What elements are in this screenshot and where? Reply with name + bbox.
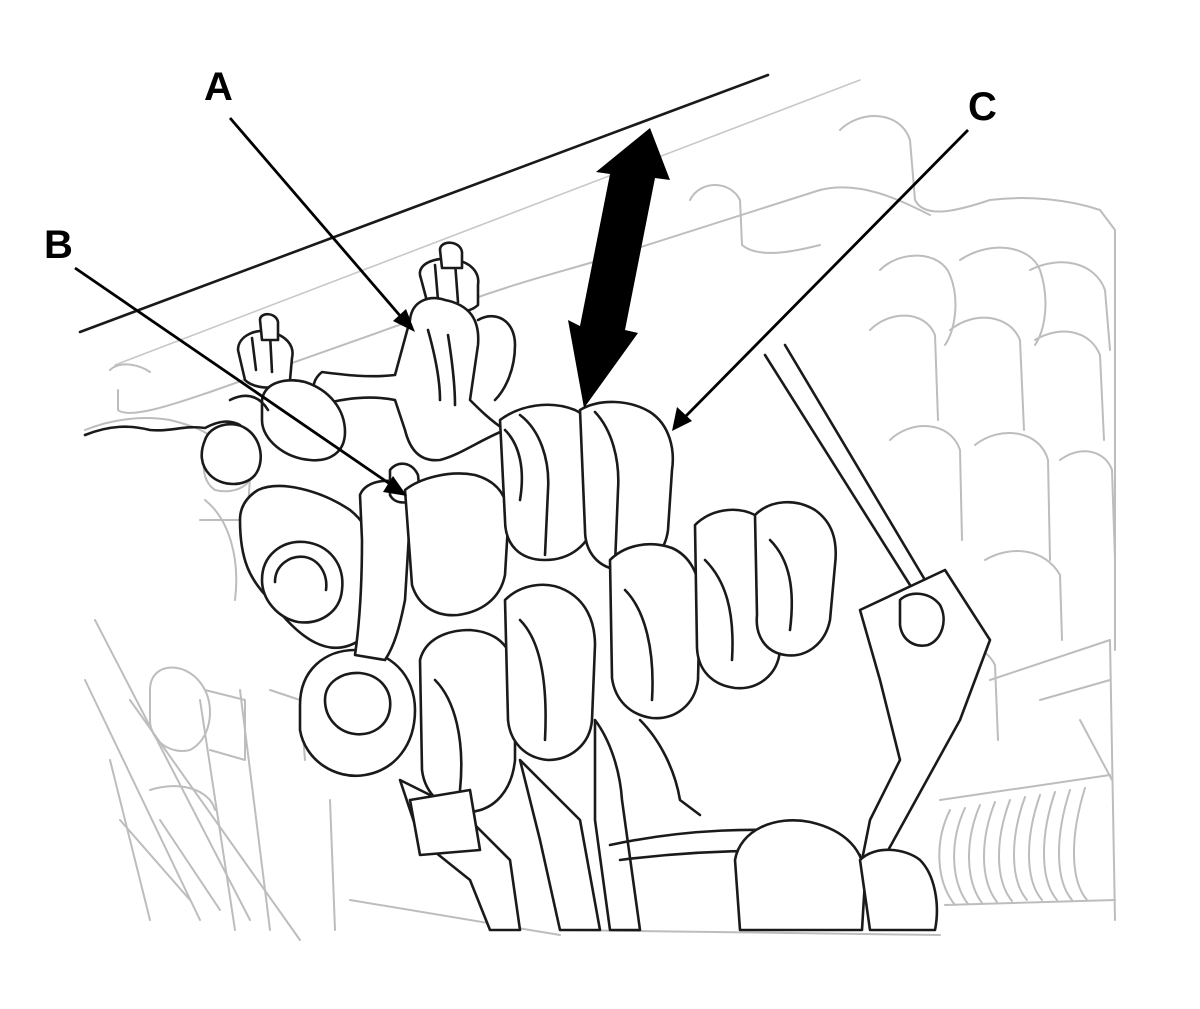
leader-b: [74, 266, 407, 496]
bolt-left: [236, 312, 294, 389]
rocker-arm-c: [398, 400, 992, 932]
rocker-arm-a: [312, 296, 507, 462]
motion-arrow: [568, 128, 670, 408]
callout-c-label: C: [968, 85, 997, 129]
leader-c: [672, 129, 969, 431]
cylinder-head-background: [84, 79, 1116, 941]
cylinder-head-edge-line: [78, 73, 770, 334]
shaft-holder-lower: [298, 648, 417, 778]
shaft-holder-left: [238, 484, 377, 650]
callout-a-label: A: [204, 65, 233, 109]
leader-a: [228, 117, 415, 332]
head-contour: [83, 420, 242, 437]
rocker-shaft: [763, 353, 912, 587]
callout-b-label: B: [44, 223, 73, 267]
valve-spring: [938, 774, 1116, 906]
